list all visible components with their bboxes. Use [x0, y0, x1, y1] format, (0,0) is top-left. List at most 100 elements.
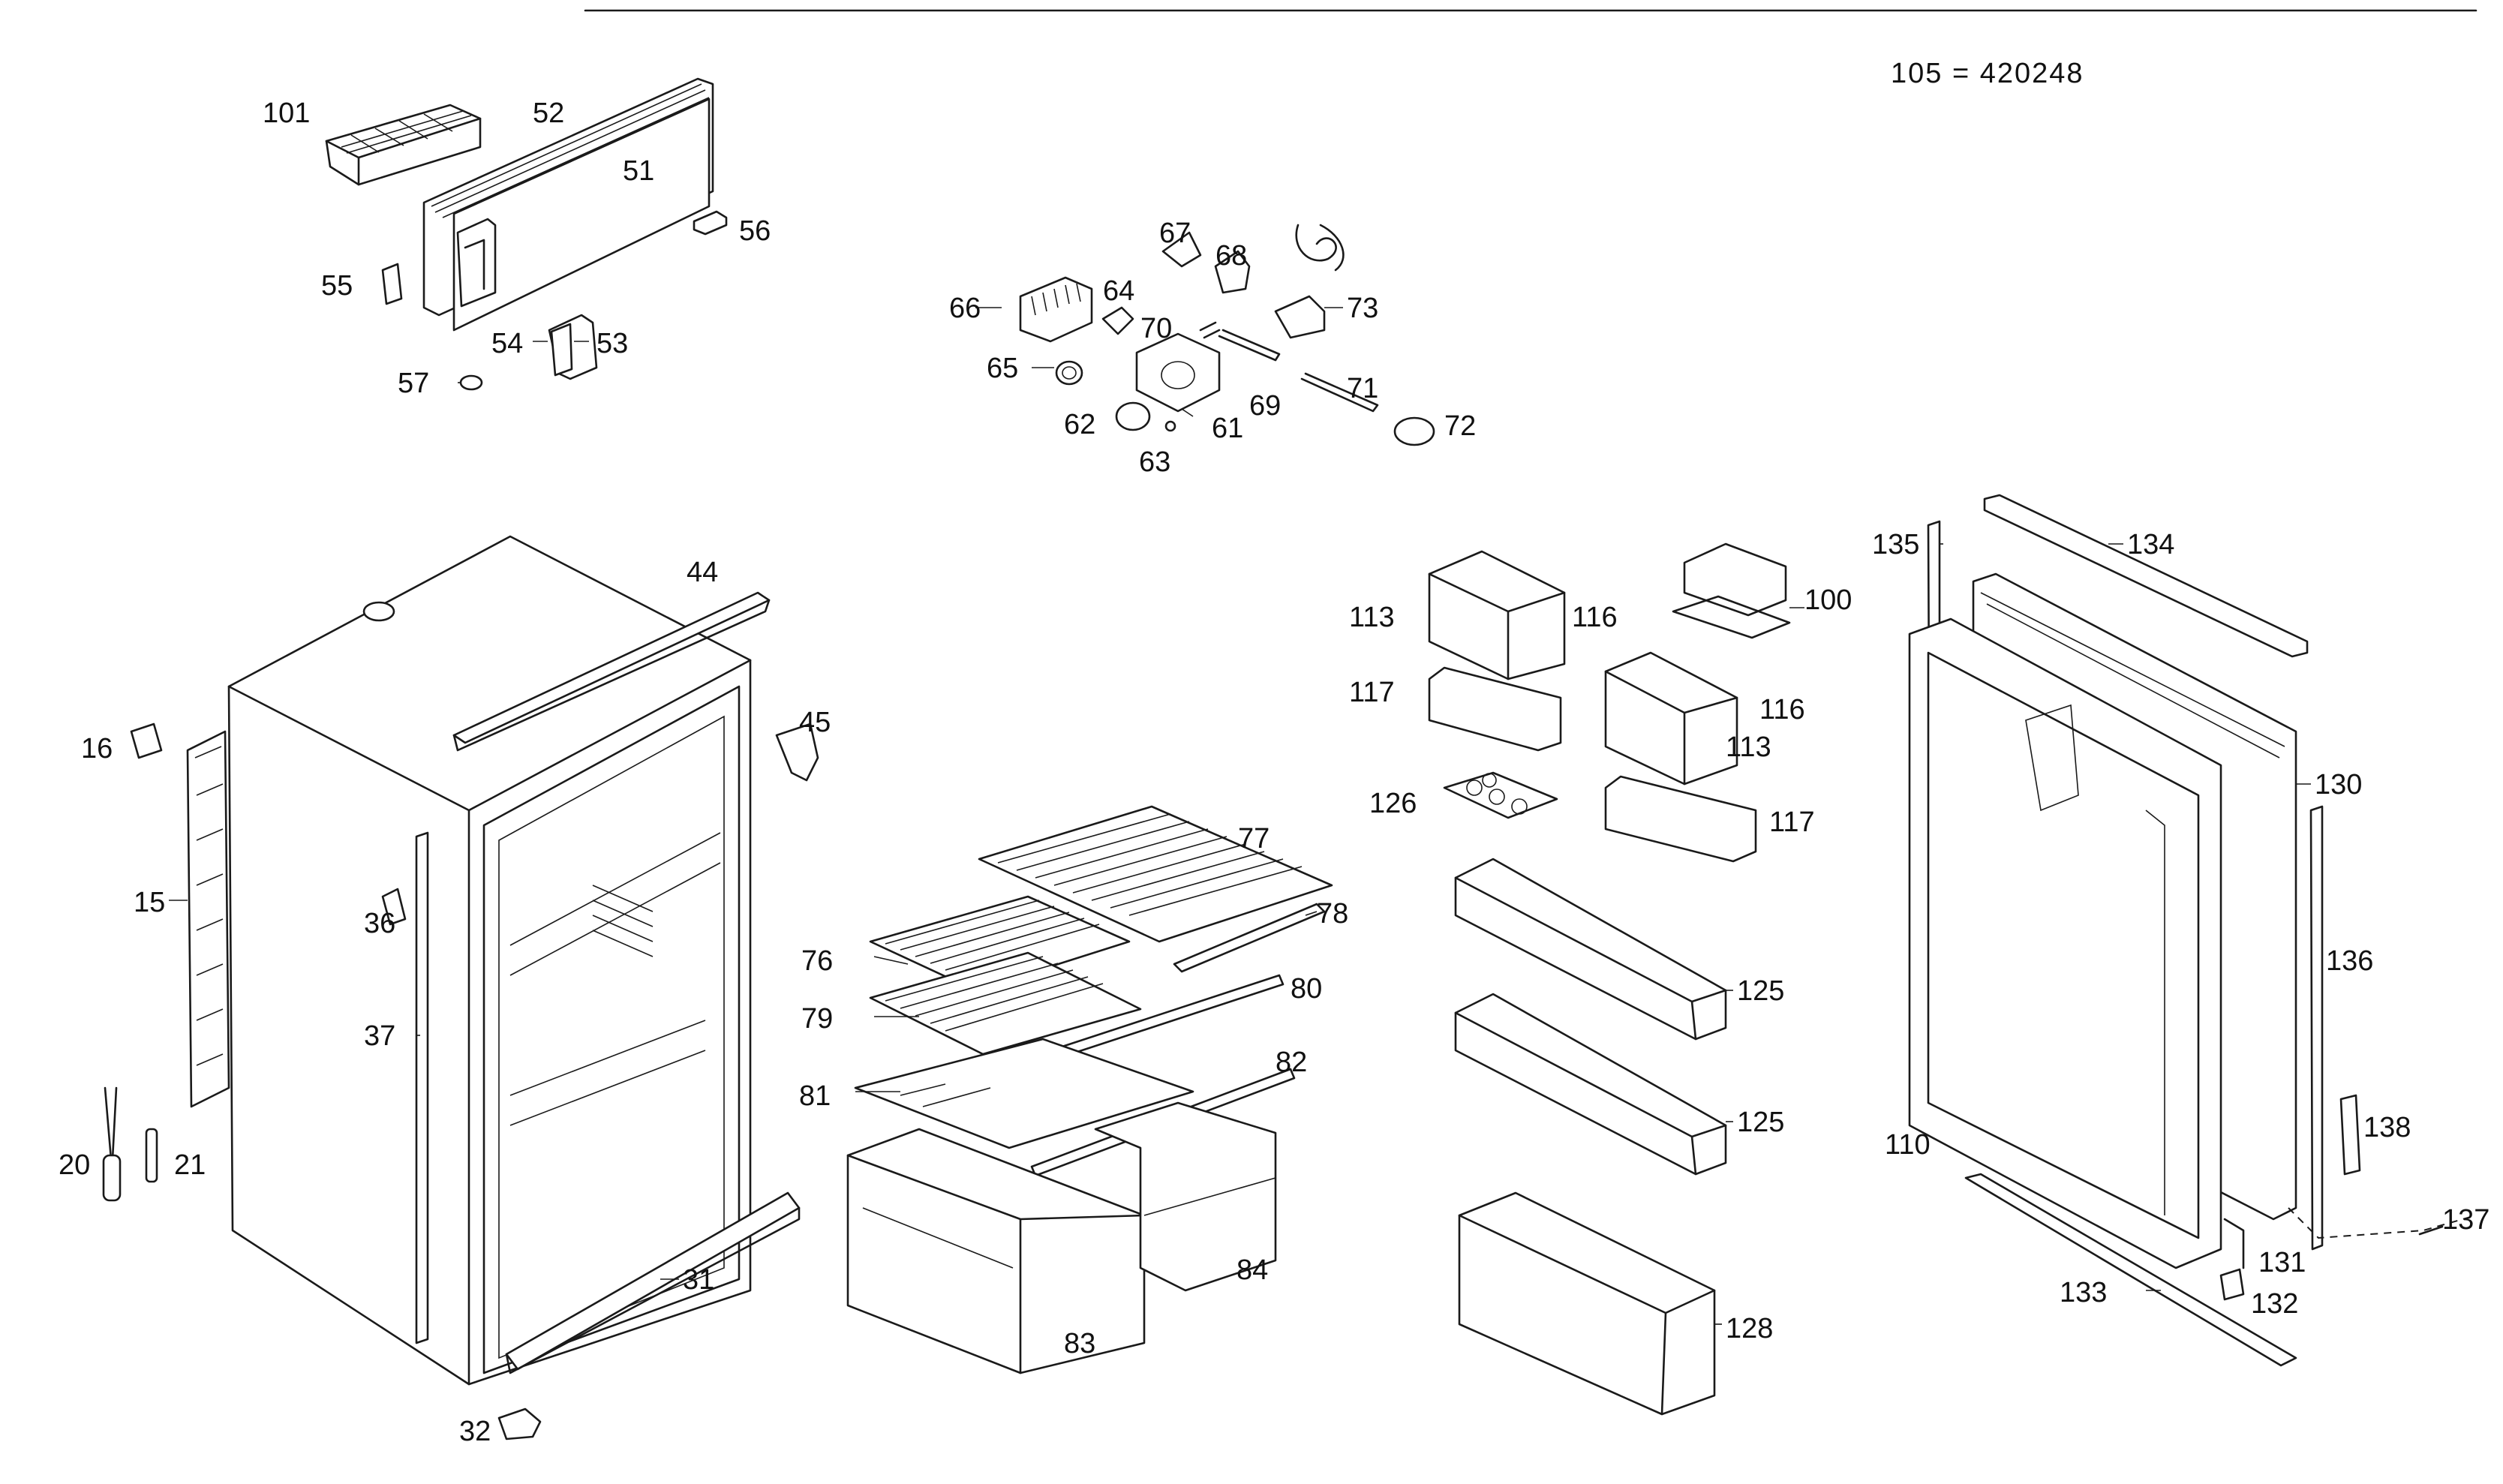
callout-64: 64: [1103, 275, 1134, 307]
screw-137: [2418, 1225, 2444, 1236]
trim-134: [1983, 494, 2309, 658]
crisper-84: [1094, 1101, 1277, 1292]
hinge-138: [2339, 1094, 2361, 1176]
callout-117-lower: 117: [1769, 807, 1815, 838]
rail-78: [1173, 903, 1326, 973]
leader-lines: [169, 307, 2311, 1325]
callout-110: 110: [1885, 1129, 1931, 1161]
thermostat-housing: [1135, 332, 1221, 413]
callout-67: 67: [1159, 218, 1191, 249]
cable-20: [104, 1086, 118, 1161]
door-panel-110: [1908, 617, 2222, 1269]
callout-53: 53: [596, 328, 628, 359]
connector-16: [130, 722, 163, 759]
callout-62: 62: [1064, 409, 1095, 440]
callout-117-upper: 117: [1349, 677, 1395, 708]
callout-113-upper: 113: [1349, 602, 1395, 633]
bin-base-117a: [1428, 666, 1562, 752]
callout-56: 56: [739, 215, 771, 247]
callout-125-lower: 125: [1737, 1107, 1784, 1138]
callout-133: 133: [2060, 1277, 2107, 1308]
callout-125-upper: 125: [1737, 975, 1784, 1007]
callout-134: 134: [2127, 529, 2174, 560]
capillary-coil: [1295, 224, 1345, 272]
callout-128: 128: [1726, 1313, 1773, 1344]
callout-55: 55: [321, 270, 353, 302]
callout-68: 68: [1215, 240, 1247, 272]
spring-70: [1199, 321, 1221, 339]
door-bin-113a: [1428, 550, 1566, 680]
callout-84: 84: [1236, 1254, 1268, 1286]
shelves-group: [846, 805, 1333, 1374]
glass-shelf-81: [854, 1038, 1194, 1149]
callout-20: 20: [59, 1149, 90, 1181]
callout-73: 73: [1347, 293, 1378, 324]
callout-130: 130: [2315, 769, 2362, 801]
callout-labels: 15 16 20 21 31 32 36 37 44 45 51 52 53 5…: [59, 98, 2489, 1447]
callout-72: 72: [1444, 410, 1476, 442]
callout-82: 82: [1276, 1047, 1307, 1078]
refrigerator-cabinet: [102, 535, 819, 1440]
callout-135: 135: [1872, 529, 1919, 560]
callout-36: 36: [364, 908, 395, 939]
callout-70: 70: [1140, 313, 1172, 344]
bracket-64: [1101, 306, 1134, 335]
cap-small: [459, 374, 483, 391]
screw-63: [1164, 420, 1176, 432]
door-bin-113b: [1604, 651, 1738, 786]
callout-80: 80: [1291, 973, 1322, 1005]
thermostat-73: [1274, 295, 1326, 339]
seal-strip-37: [415, 831, 429, 1344]
callout-63: 63: [1139, 446, 1170, 478]
reference-note: 105 = 420248: [1891, 58, 2084, 89]
callout-51: 51: [623, 155, 654, 187]
freezer-door-group: [325, 77, 728, 391]
hinge-right: [693, 210, 728, 236]
rod-71: [1300, 372, 1379, 413]
callout-78: 78: [1317, 898, 1348, 930]
hinge-pin-131: [2223, 1218, 2245, 1269]
butter-dish-100: [1683, 542, 1787, 617]
grommet-65: [1055, 360, 1083, 386]
freezer-door-panel: [452, 98, 711, 332]
callout-54: 54: [491, 328, 523, 359]
callout-126: 126: [1369, 788, 1417, 819]
callout-61: 61: [1212, 413, 1243, 444]
bracket-36: [381, 888, 407, 926]
callout-52: 52: [533, 98, 564, 129]
shelf-77: [978, 805, 1333, 943]
main-door-group: [1908, 494, 2477, 1367]
callout-31: 31: [683, 1264, 714, 1296]
callout-113-lower: 113: [1726, 731, 1771, 763]
knob-62: [1115, 401, 1151, 431]
callout-116-lower: 116: [1759, 694, 1805, 725]
plug-20: [102, 1154, 122, 1202]
callout-44: 44: [687, 557, 718, 588]
callout-65: 65: [987, 353, 1018, 384]
callout-37: 37: [364, 1020, 395, 1052]
callout-83: 83: [1064, 1328, 1095, 1359]
latch-left: [381, 263, 403, 305]
callout-21: 21: [174, 1149, 206, 1181]
callout-100: 100: [1804, 584, 1852, 616]
bottom-strip-133: [1964, 1173, 2297, 1367]
crisper-83: [846, 1128, 1146, 1374]
callout-136: 136: [2326, 945, 2373, 977]
callout-132: 132: [2251, 1288, 2298, 1320]
callout-57: 57: [398, 368, 429, 399]
callout-76: 76: [801, 945, 833, 977]
callout-131: 131: [2258, 1247, 2306, 1278]
clip-132: [2219, 1268, 2245, 1301]
foot-32: [497, 1407, 542, 1440]
callout-15: 15: [134, 887, 165, 918]
callout-71: 71: [1347, 373, 1378, 404]
condenser: [186, 730, 230, 1108]
callout-81: 81: [799, 1080, 831, 1112]
callout-116-upper: 116: [1572, 602, 1618, 633]
bottle-bin-128: [1458, 1191, 1716, 1416]
callout-16: 16: [81, 733, 113, 765]
ice-tray: [325, 104, 482, 186]
handle-bracket: [550, 323, 573, 377]
callout-45: 45: [799, 707, 831, 738]
